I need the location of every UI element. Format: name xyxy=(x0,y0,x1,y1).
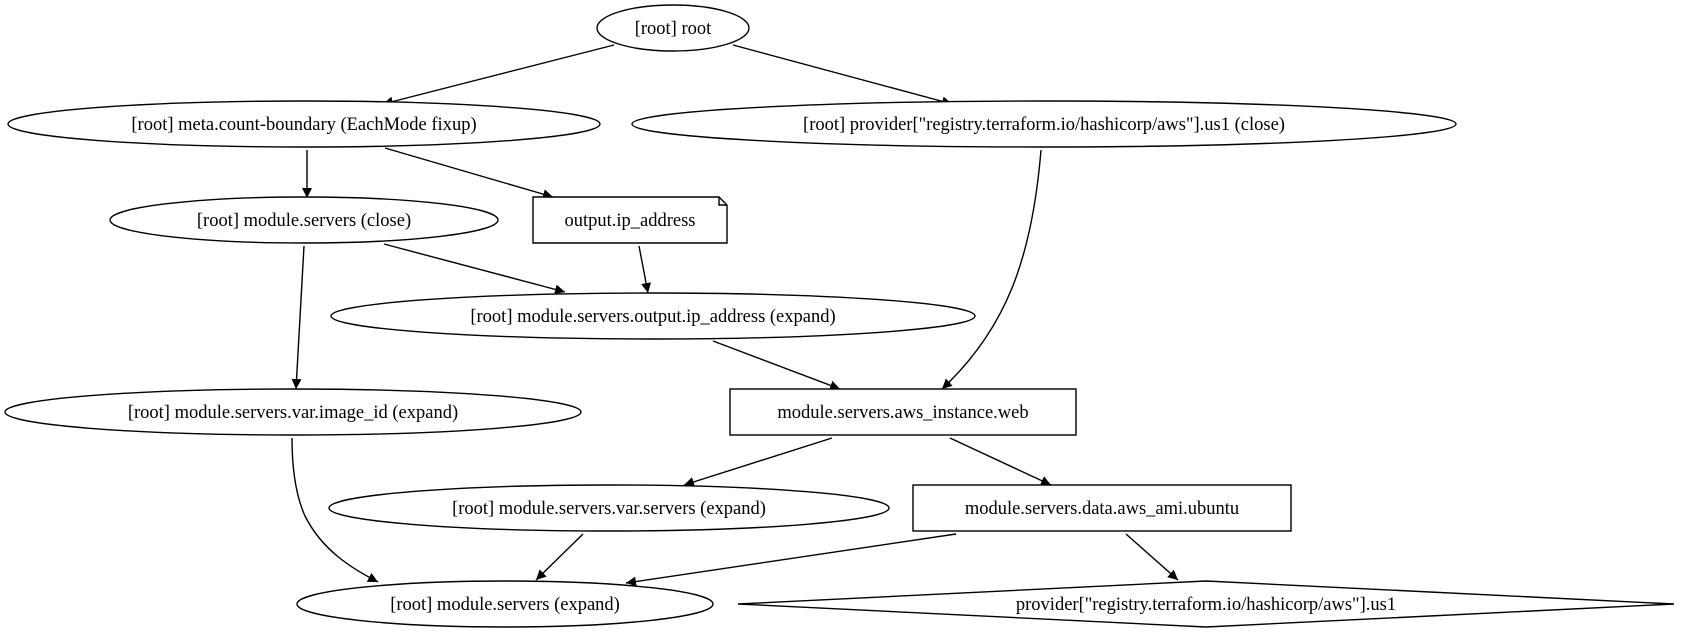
node-image-id: [root] module.servers.var.image_id (expa… xyxy=(4,388,582,436)
node-shape-box xyxy=(729,388,1077,436)
node-shape-ellipse xyxy=(631,100,1457,148)
node-label: module.servers.aws_instance.web xyxy=(777,403,1028,423)
edge-root-to-count-boundary xyxy=(382,44,615,107)
edge-aws-ami-to-servers-expand xyxy=(625,533,957,587)
node-var-servers: [root] module.servers.var.servers (expan… xyxy=(328,484,890,532)
node-label: [root] module.servers.var.image_id (expa… xyxy=(128,403,458,423)
node-servers-close: [root] module.servers (close) xyxy=(109,196,499,244)
node-shape-ellipse xyxy=(7,100,601,148)
node-label: [root] meta.count-boundary (EachMode fix… xyxy=(131,115,476,135)
edge-provider-close-to-aws-instance xyxy=(941,149,1042,390)
node-label: provider["registry.terraform.io/hashicor… xyxy=(1016,595,1396,615)
node-label: [root] module.servers (expand) xyxy=(390,595,620,615)
node-shape-ellipse xyxy=(109,196,499,244)
edge-image-id-to-servers-expand xyxy=(291,437,379,583)
node-label: [root] module.servers (close) xyxy=(197,211,411,231)
edge-output-ip-to-servers-output-ip xyxy=(638,245,652,294)
edge-var-servers-to-servers-expand xyxy=(535,533,584,581)
node-shape-ellipse xyxy=(328,484,890,532)
node-shape-ellipse xyxy=(596,4,750,52)
edge-aws-instance-to-var-servers xyxy=(683,437,833,487)
node-label: [root] module.servers.var.servers (expan… xyxy=(452,499,766,519)
node-shape-ellipse xyxy=(4,388,582,436)
node-aws-ami: module.servers.data.aws_ami.ubuntu xyxy=(912,484,1292,532)
node-servers-output-ip: [root] module.servers.output.ip_address … xyxy=(330,292,976,340)
node-output-ip: output.ip_address xyxy=(532,196,728,244)
node-shape-diamond xyxy=(737,580,1675,628)
node-root: [root] root xyxy=(596,4,750,52)
node-label: output.ip_address xyxy=(564,211,695,231)
node-count-boundary: [root] meta.count-boundary (EachMode fix… xyxy=(7,100,601,148)
edge-aws-ami-to-provider xyxy=(1125,533,1179,581)
node-label: module.servers.data.aws_ami.ubuntu xyxy=(965,499,1239,519)
node-shape-note xyxy=(532,196,728,244)
node-provider-close: [root] provider["registry.terraform.io/h… xyxy=(631,100,1457,148)
edge-aws-instance-to-aws-ami xyxy=(949,437,1052,486)
node-label: [root] module.servers.output.ip_address … xyxy=(470,307,835,327)
node-aws-instance: module.servers.aws_instance.web xyxy=(729,388,1077,436)
node-label: [root] provider["registry.terraform.io/h… xyxy=(803,115,1285,135)
note-fold-icon xyxy=(718,197,727,206)
nodes: [root] root [root] meta.count-boundary (E… xyxy=(4,4,1675,628)
edge-servers-close-to-servers-output-ip xyxy=(383,243,566,295)
edge-servers-output-ip-to-aws-instance xyxy=(712,340,841,391)
node-provider: provider["registry.terraform.io/hashicor… xyxy=(737,580,1675,628)
node-servers-expand: [root] module.servers (expand) xyxy=(296,580,714,628)
node-shape-ellipse xyxy=(330,292,976,340)
node-shape-ellipse xyxy=(296,580,714,628)
edge-servers-close-to-image-id xyxy=(291,245,305,390)
node-shape-box xyxy=(912,484,1292,532)
node-label: [root] root xyxy=(635,19,712,39)
edge-root-to-provider-close xyxy=(732,44,953,107)
edge-count-boundary-to-output-ip xyxy=(384,147,554,199)
edges xyxy=(291,44,1179,587)
